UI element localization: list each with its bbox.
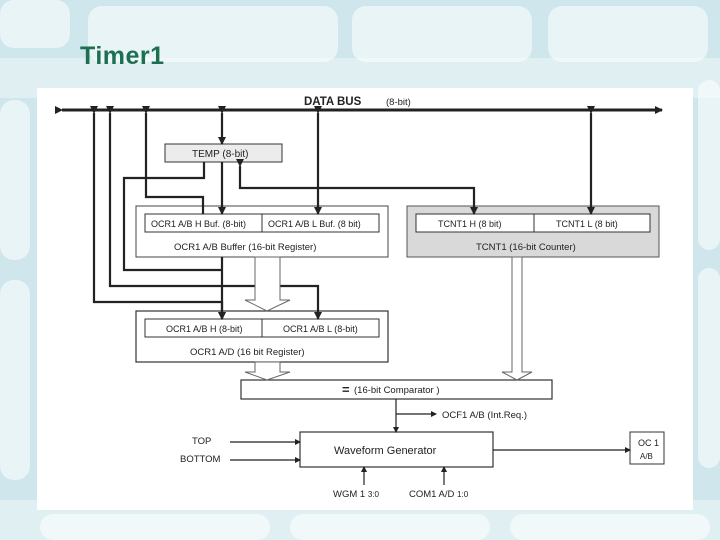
ocr-register-low-suffix: (8-bit) (334, 324, 358, 334)
ocr-buffer-high-suffix: Buf. (8-bit) (204, 219, 246, 229)
svg-text:OCR1 A/B Buffer (16-bit Regis: OCR1 A/B Buffer (16-bit Register) (174, 242, 316, 253)
oc1-output-line2: A/B (640, 452, 653, 461)
background-tile (40, 514, 270, 540)
tcnt1-block: TCNT1 H (8 bit) TCNT1 L (8 bit) TCNT1 (1… (406, 205, 660, 258)
hollow-arrows (244, 256, 533, 381)
svg-text:OCF1 A/B (Int.Req.): OCF1 A/B (Int.Req.) (442, 410, 527, 421)
interrupt-suffix: (Int.Req.) (487, 410, 527, 421)
ocr-register-caption-desc: (16 bit Register) (237, 347, 305, 358)
wgm-name: WGM 1 (333, 489, 365, 500)
data-bus-label: DATA BUS (304, 96, 362, 108)
ocr-buffer-block: OCR1 A/B H Buf. (8-bit) OCR1 A/B L Buf. … (135, 205, 389, 258)
ocr-register-caption-name: OCR1 A/D (190, 347, 234, 358)
waveform-generator-block: Waveform Generator (299, 431, 494, 468)
comparator-block: = (16-bit Comparator ) (240, 379, 553, 400)
svg-text:WGM 1 3:0: WGM 1 3:0 (333, 489, 380, 500)
background-tile (0, 0, 70, 48)
svg-text:OCR1 A/B H Buf. (8-bit): OCR1 A/B H Buf. (8-bit) (151, 219, 246, 229)
oc1-output-line1: OC 1 (638, 438, 659, 448)
svg-text:OCR1 A/D (16 bit Register): OCR1 A/D (16 bit Register) (190, 347, 305, 358)
interrupt-name: OCF1 A/B (442, 410, 485, 421)
ocr-register-high-suffix: (8-bit) (219, 324, 243, 334)
background-tile (698, 268, 720, 468)
comparator-wiring (230, 399, 631, 485)
background-tile (510, 514, 710, 540)
waveform-generator-label: Waveform Generator (334, 445, 437, 457)
background-tile (698, 80, 720, 250)
wgm-bits: 3:0 (368, 490, 380, 499)
oc1-output-block: OC 1 A/B (629, 431, 665, 465)
ocr-register-high-name: OCR1 A/B H (166, 324, 217, 334)
ocr-buffer-high-name: OCR1 A/B H (151, 219, 202, 229)
input-bottom-label: BOTTOM (180, 454, 221, 465)
input-top-label: TOP (192, 436, 211, 447)
tcnt-low-name: TCNT1 L (556, 219, 593, 229)
com-bits: 1:0 (457, 490, 469, 499)
svg-text:OCR1 A/B L Buf. (8 bit): OCR1 A/B L Buf. (8 bit) (268, 219, 361, 229)
ocr-buffer-low-name: OCR1 A/B L (268, 219, 317, 229)
comparator-symbol: = (342, 382, 350, 397)
background-tile (0, 280, 30, 480)
svg-text:TCNT1 (16-bit Counter): TCNT1 (16-bit Counter) (476, 242, 576, 253)
svg-text:TCNT1 H (8 bit): TCNT1 H (8 bit) (438, 219, 502, 229)
slide-title: Timer1 (80, 42, 165, 70)
tcnt-high-name: TCNT1 H (438, 219, 476, 229)
tcnt-caption-desc: (16-bit Counter) (509, 242, 576, 253)
svg-text:COM1 A/D 1:0: COM1 A/D 1:0 (409, 489, 469, 500)
svg-text:OCR1 A/B H (8-bit): OCR1 A/B H (8-bit) (166, 324, 243, 334)
background-tile (0, 100, 30, 260)
diagram-panel: DATA BUS (8-bit) TEMP (8-bit) OCR1 A/B H… (37, 88, 693, 510)
tcnt-low-suffix: (8 bit) (595, 219, 618, 229)
timer1-block-diagram: DATA BUS (8-bit) TEMP (8-bit) OCR1 A/B H… (55, 96, 665, 500)
background-tile (290, 514, 490, 540)
svg-text:OCR1 A/B L (8-bit): OCR1 A/B L (8-bit) (283, 324, 358, 334)
ocr-buffer-caption-desc: Buffer (16-bit Register) (220, 242, 316, 253)
temp-label: TEMP (8-bit) (192, 149, 249, 160)
data-bus: DATA BUS (8-bit) (55, 96, 663, 114)
temp-register: TEMP (8-bit) (164, 143, 283, 163)
tcnt-caption-name: TCNT1 (476, 242, 507, 253)
data-bus-width: (8-bit) (386, 97, 411, 108)
background-tile (548, 6, 708, 62)
ocr-register-low-name: OCR1 A/B L (283, 324, 332, 334)
ocr-buffer-caption-name: OCR1 A/B (174, 242, 218, 253)
svg-text:TCNT1 L (8 bit): TCNT1 L (8 bit) (556, 219, 618, 229)
bus-wiring (90, 106, 595, 320)
background-tile (88, 6, 338, 62)
tcnt-high-suffix: (8 bit) (479, 219, 502, 229)
com-name: COM1 A/D (409, 489, 455, 500)
background-tile (352, 6, 532, 62)
comparator-label: (16-bit Comparator ) (354, 385, 440, 396)
ocr-buffer-low-suffix: Buf. (8 bit) (319, 219, 361, 229)
ocr-register-block: OCR1 A/B H (8-bit) OCR1 A/B L (8-bit) OC… (135, 310, 389, 363)
